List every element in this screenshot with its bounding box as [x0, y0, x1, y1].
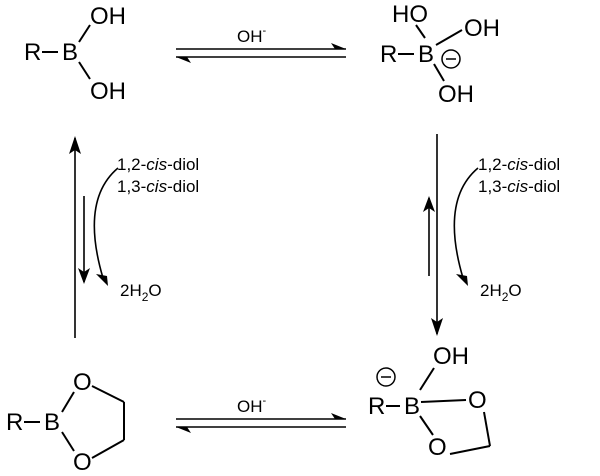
atom-oh-right: OH: [464, 15, 500, 42]
bond-b-o-top: [61, 391, 75, 413]
atom-r: R: [6, 409, 23, 436]
right-up-head: [423, 196, 435, 212]
bond-o-c: [483, 411, 491, 447]
atom-r: R: [368, 393, 385, 420]
right-down-head: [431, 318, 443, 336]
boronic-acid: R B OH OH: [24, 3, 126, 105]
left-diol-13-label: 1,3-cis-diol: [117, 177, 199, 196]
right-diol-13-label: 1,3-cis-diol: [478, 177, 560, 196]
atom-o-top: O: [73, 369, 92, 396]
negative-charge-icon: [376, 367, 396, 387]
left-up-head: [69, 136, 81, 154]
left-equilibrium: 1,2-cis-diol 1,3-cis-diol 2H2O: [69, 136, 199, 338]
atom-ho-top: HO: [392, 1, 428, 28]
bottom-reverse-head: [176, 427, 191, 433]
bottom-forward-head: [331, 413, 346, 419]
bond-b-o-right: [420, 399, 467, 403]
left-curved-arrow: [93, 167, 119, 279]
atom-o-bottom: O: [73, 449, 92, 471]
bond-c-c: [449, 445, 491, 455]
boronate-anion: HO OH R B OH: [380, 1, 500, 108]
cyclic-boronate-ester: R B O O: [6, 369, 125, 476]
atom-b: B: [418, 41, 434, 68]
bond-b-oh: [419, 367, 435, 391]
atom-b: B: [44, 409, 60, 436]
right-diol-12-label: 1,2-cis-diol: [478, 155, 560, 174]
top-hydroxide-label: OH-: [237, 25, 267, 46]
atom-b: B: [62, 39, 78, 66]
bond-b-oh-top: [78, 24, 91, 43]
bond-b-oh-bottom: [433, 63, 445, 82]
bond-b-o-bottom: [419, 415, 434, 436]
bond-b-oh-right: [435, 29, 463, 46]
atom-b: B: [404, 393, 420, 420]
bond-b-oh-top: [415, 24, 426, 39]
right-equilibrium: 1,2-cis-diol 1,3-cis-diol 2H2O: [423, 134, 560, 336]
atom-oh-bottom: OH: [438, 81, 474, 108]
bond-c-o-bottom: [91, 439, 125, 459]
anionic-cyclic-boronate: OH R B O O: [368, 343, 491, 461]
top-forward-head: [331, 43, 346, 49]
bottom-equilibrium: OH-: [176, 395, 346, 433]
right-curved-arrow: [453, 167, 479, 279]
atom-oh-top: OH: [433, 343, 469, 370]
atom-oh-bottom: OH: [90, 78, 126, 105]
atom-o-bottom: O: [428, 434, 447, 461]
atom-oh-top: OH: [90, 3, 126, 30]
left-water-label: 2H2O: [120, 281, 162, 304]
negative-charge-icon: [441, 49, 461, 69]
left-down-head: [78, 268, 90, 284]
atom-r: R: [24, 39, 41, 66]
bond-b-o-bottom: [61, 431, 75, 452]
left-diol-12-label: 1,2-cis-diol: [117, 155, 199, 174]
bond-b-oh-bottom: [78, 61, 91, 80]
atom-r: R: [380, 41, 397, 68]
right-curved-head: [456, 274, 468, 286]
top-reverse-head: [176, 57, 191, 63]
bond-o-c-top: [91, 385, 125, 403]
top-equilibrium: OH-: [176, 25, 346, 63]
atom-o-right: O: [468, 387, 487, 414]
bottom-hydroxide-label: OH-: [237, 395, 267, 416]
right-water-label: 2H2O: [480, 281, 522, 304]
left-curved-head: [96, 274, 108, 286]
